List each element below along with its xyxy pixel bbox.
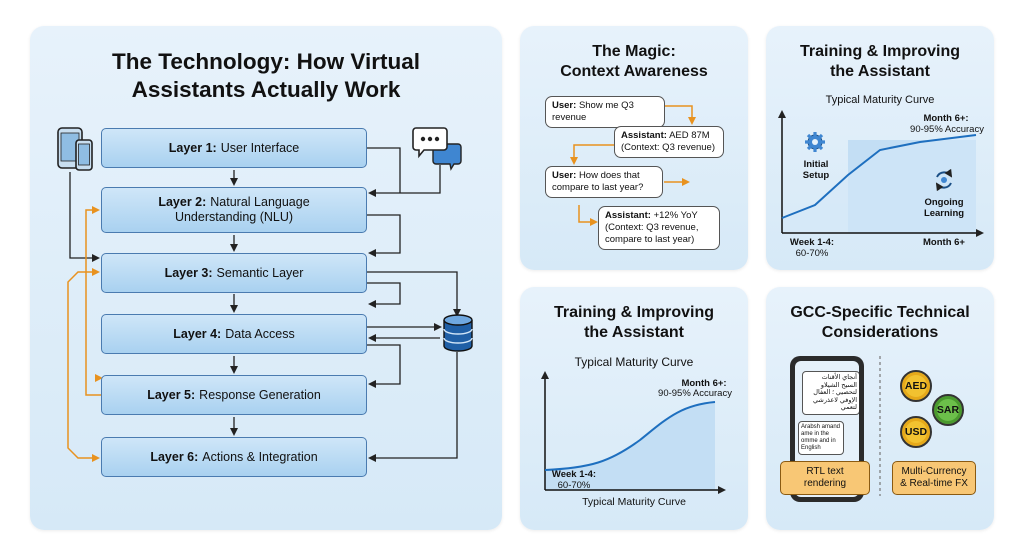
training-top-initial-label: Initial Setup	[796, 159, 836, 181]
arabic-line-5: لتعمي	[840, 404, 857, 411]
fx-label-line2: & Real-time FX	[900, 478, 968, 489]
message-user-2-text: How does that	[578, 170, 640, 181]
context-title-line2: Context Awareness	[560, 63, 708, 80]
layer-6-name: Actions & Integration	[202, 449, 318, 464]
arabic-line-2: السيح الشيلاو	[820, 381, 857, 389]
message-assistant-2-context: (Context: Q3 revenue,	[605, 222, 699, 233]
training-bottom-title: Training & Improving the Assistant	[520, 303, 748, 343]
layer-4-name: Data Access	[225, 326, 295, 341]
training-top-initial-line1: Initial	[803, 159, 829, 170]
training-bottom-peak-value: 90-95% Accuracy	[658, 388, 732, 399]
layer-2-box: Layer 2:Natural Language Understanding (…	[101, 187, 367, 233]
english-line-4: English	[801, 445, 821, 451]
message-assistant-2-text: +12% YoY	[653, 210, 698, 221]
layer-2-name: Natural Language	[210, 195, 310, 209]
training-bottom-title-line2: the Assistant	[584, 324, 684, 341]
message-assistant-2-speaker: Assistant:	[605, 210, 651, 221]
message-assistant-1-context: (Context: Q3 revenue)	[621, 142, 715, 153]
english-text-bubble: Arabsh amand ame in the omme and in Engl…	[798, 421, 844, 455]
context-title: The Magic: Context Awareness	[520, 42, 748, 82]
coin-aed: AED	[900, 370, 932, 402]
layer-1-name: User Interface	[220, 140, 300, 155]
database-icon	[443, 314, 473, 352]
layer-2-name-line2: Understanding (NLU)	[174, 210, 294, 224]
training-bottom-panel: Training & Improving the Assistant Typic…	[520, 287, 748, 530]
gcc-title-line2: Considerations	[821, 324, 939, 341]
gcc-divider	[879, 356, 881, 496]
training-top-start-value: 60-70%	[795, 248, 829, 259]
message-assistant-1-speaker: Assistant:	[621, 130, 667, 141]
training-top-panel: Training & Improving the Assistant Typic…	[766, 26, 994, 270]
layer-6-number: Layer 6:	[150, 449, 199, 464]
message-user-2-speaker: User:	[552, 170, 577, 181]
arabic-line-3: لتحصيي ؛ العفال	[813, 389, 857, 396]
english-line-2: ame in the	[801, 431, 830, 437]
layer-4-box: Layer 4: Data Access	[101, 314, 367, 354]
english-line-3: omme and in	[801, 438, 836, 444]
message-user-2: User: How does that compare to last year…	[545, 166, 663, 198]
message-assistant-1-text: AED 87M	[669, 130, 710, 141]
layer-6-box: Layer 6: Actions & Integration	[101, 437, 367, 477]
training-top-initial-line2: Setup	[802, 170, 830, 181]
coin-sar: SAR	[932, 394, 964, 426]
training-bottom-title-line1: Training & Improving	[553, 304, 714, 321]
training-bottom-subtitle: Typical Maturity Curve	[574, 355, 694, 369]
message-user-1: User: Show me Q3 revenue	[545, 96, 665, 128]
training-top-peak-label: Month 6+:	[923, 113, 969, 124]
arabic-line-1: أنجاي الأقنات	[821, 374, 857, 381]
fx-label: Multi-Currency & Real-time FX	[892, 461, 976, 495]
training-top-start-label: Week 1-4:	[789, 237, 835, 248]
training-top-title: Training & Improving the Assistant	[766, 42, 994, 82]
layer-4-number: Layer 4:	[173, 326, 222, 341]
gcc-title-line1: GCC-Specific Technical	[790, 304, 970, 321]
training-bottom-start-value: 60-70%	[557, 480, 591, 491]
gcc-title: GCC-Specific Technical Considerations	[766, 303, 994, 343]
message-assistant-1: Assistant: AED 87M (Context: Q3 revenue)	[614, 126, 724, 158]
context-title-line1: The Magic:	[592, 43, 676, 60]
layer-5-name: Response Generation	[199, 387, 321, 402]
layer-1-number: Layer 1:	[168, 140, 217, 155]
rtl-label: RTL text rendering	[780, 461, 870, 495]
layer-3-number: Layer 3:	[164, 265, 213, 280]
rtl-label-line1: RTL text	[806, 466, 844, 477]
training-top-ongoing-line1: Ongoing	[924, 197, 964, 208]
message-user-2-text-line2: compare to last year?	[552, 182, 644, 193]
training-bottom-peak-label: Month 6+:	[681, 378, 727, 389]
training-bottom-xlabel: Typical Maturity Curve	[582, 496, 686, 508]
chat-bubbles-icon	[412, 127, 462, 171]
layer-2-number: Layer 2:	[158, 195, 207, 209]
training-bottom-start-label: Week 1-4:	[551, 469, 597, 480]
message-user-1-text: Show me Q3 revenue	[552, 100, 634, 123]
message-assistant-2-context-line2: compare to last year)	[605, 234, 695, 245]
fx-label-line1: Multi-Currency	[901, 466, 967, 477]
training-top-peak-value: 90-95% Accuracy	[910, 124, 984, 135]
layer-3-name: Semantic Layer	[216, 265, 304, 280]
architecture-title-line1: The Technology: How Virtual	[112, 49, 420, 74]
devices-icon	[57, 127, 93, 171]
message-assistant-2: Assistant: +12% YoY (Context: Q3 revenue…	[598, 206, 720, 250]
arabic-line-4: الإوفي لاعذرشي	[813, 396, 857, 404]
architecture-title-line2: Assistants Actually Work	[131, 77, 401, 102]
layer-3-box: Layer 3: Semantic Layer	[101, 253, 367, 293]
training-top-subtitle: Typical Maturity Curve	[825, 94, 935, 106]
training-top-end-label: Month 6+	[923, 237, 965, 248]
training-top-title-line2: the Assistant	[830, 63, 930, 80]
training-top-ongoing-label: Ongoing Learning	[918, 197, 970, 219]
arabic-text-bubble: أنجاي الأقنات السيح الشيلاو لتحصيي ؛ الع…	[802, 371, 859, 415]
english-line-1: Arabsh amand	[801, 424, 841, 430]
training-top-title-line1: Training & Improving	[799, 43, 960, 60]
training-top-ongoing-line2: Learning	[923, 208, 965, 219]
rtl-label-line2: rendering	[803, 478, 847, 489]
architecture-title: The Technology: How Virtual Assistants A…	[30, 48, 502, 104]
message-user-1-speaker: User:	[552, 100, 577, 111]
layer-5-number: Layer 5:	[147, 387, 196, 402]
layer-1-box: Layer 1: User Interface	[101, 128, 367, 168]
coin-usd: USD	[900, 416, 932, 448]
layer-5-box: Layer 5: Response Generation	[101, 375, 367, 415]
